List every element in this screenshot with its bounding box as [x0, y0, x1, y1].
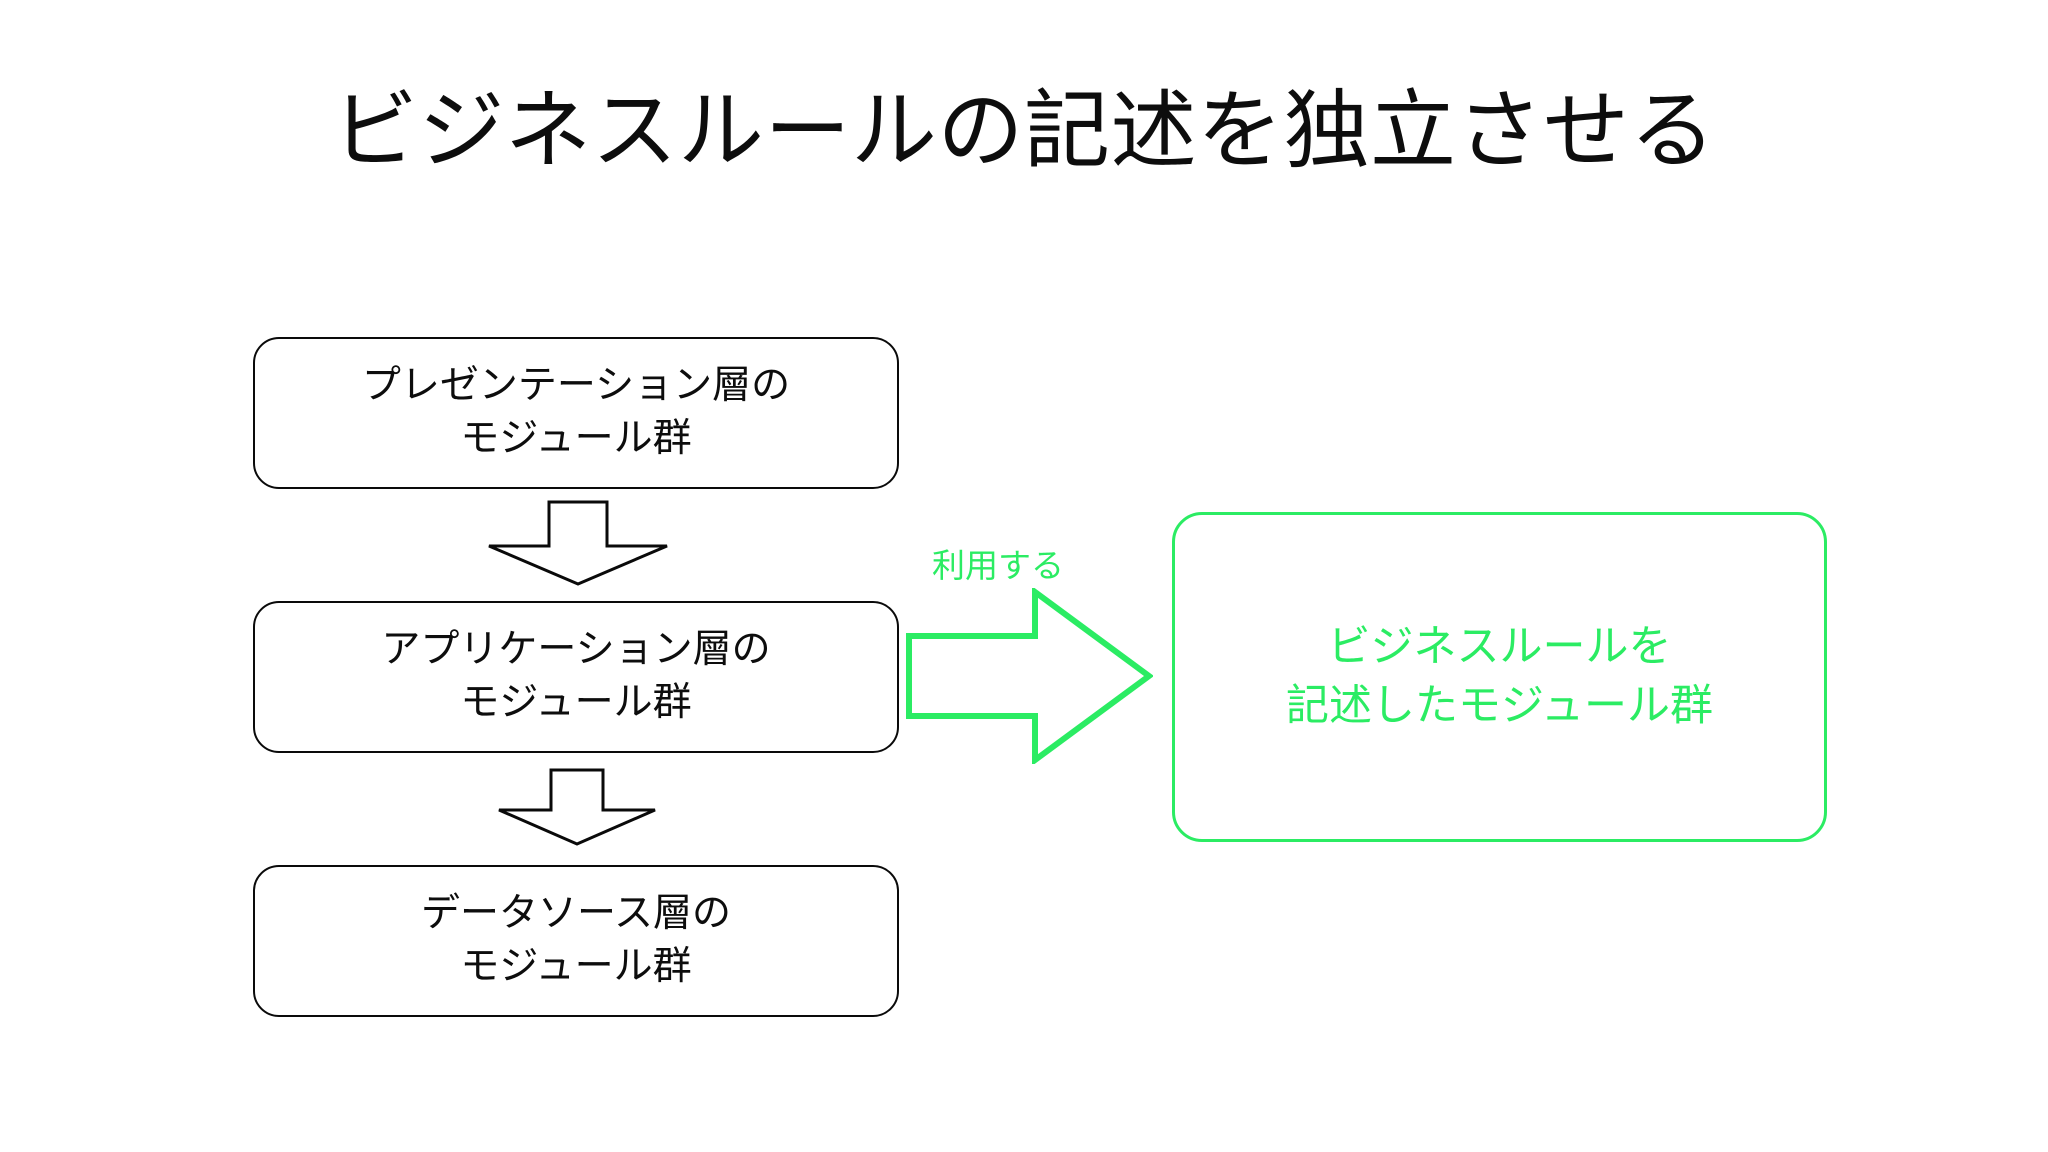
use-arrow-label: 利用する	[932, 547, 1064, 584]
layer-box-presentation-line1: プレゼンテーション層の	[361, 364, 791, 408]
layer-box-presentation-line2: モジュール群	[460, 417, 692, 460]
business-rules-line2: 記述したモジュール群	[1286, 682, 1713, 730]
layer-box-application-line2: モジュール群	[460, 681, 692, 724]
business-rules-box[interactable]: ビジネスルールを 記述したモジュール群	[1172, 512, 1827, 842]
layer-box-application-line1: アプリケーション層の	[381, 628, 771, 672]
layer-box-datasource[interactable]: データソース層の モジュール群	[253, 865, 899, 1017]
right-arrow-icon	[906, 588, 1153, 764]
layer-box-presentation[interactable]: プレゼンテーション層の モジュール群	[253, 337, 899, 489]
layer-box-datasource-line2: モジュール群	[460, 945, 692, 988]
down-arrow-icon	[498, 768, 656, 846]
layer-box-datasource-line1: データソース層の	[420, 892, 732, 936]
layer-box-application[interactable]: アプリケーション層の モジュール群	[253, 601, 899, 753]
business-rules-line1: ビジネスルールを	[1327, 622, 1672, 671]
down-arrow-icon	[488, 500, 668, 586]
page-title: ビジネスルールの記述を独立させる	[332, 83, 1716, 179]
